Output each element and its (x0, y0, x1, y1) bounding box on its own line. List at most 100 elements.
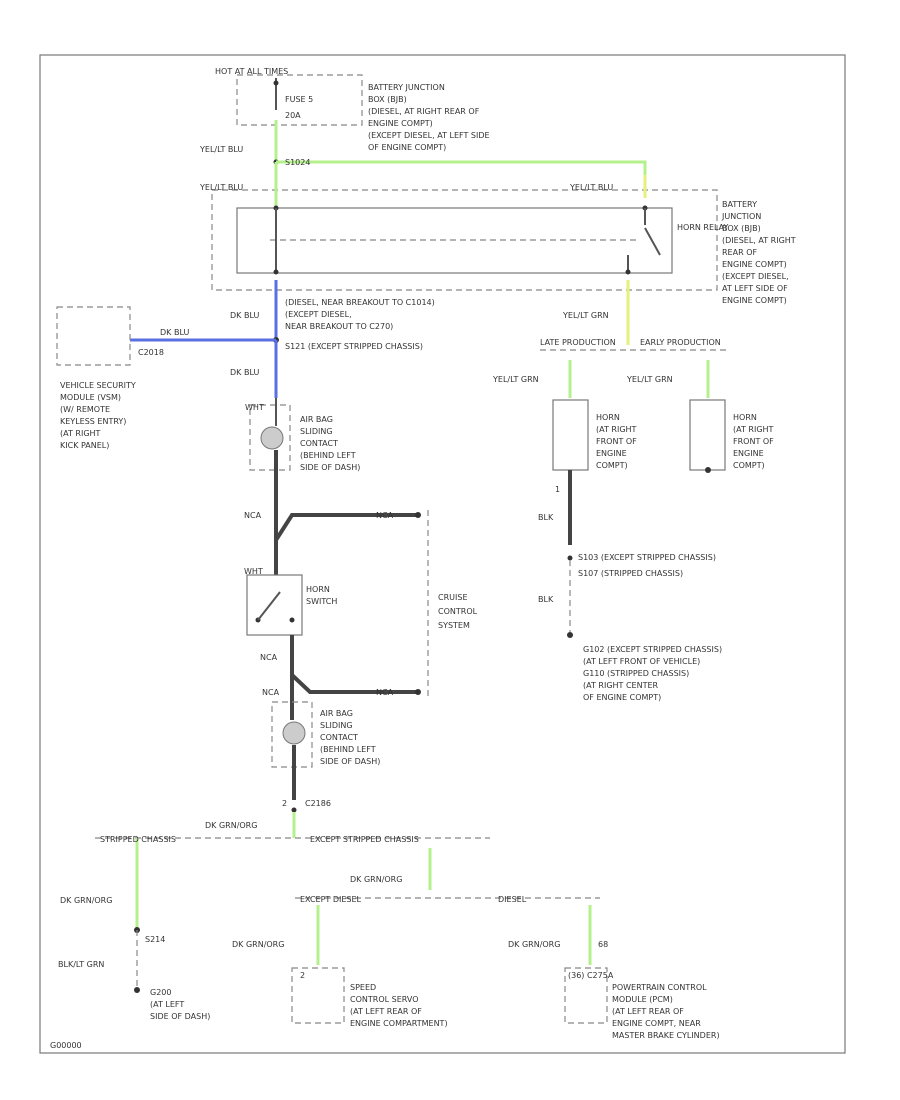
label-pin-2b: 2 (300, 971, 305, 980)
label-vsm-3: (W/ REMOTE (60, 405, 110, 414)
label-vsm-4: KEYLESS ENTRY) (60, 417, 126, 426)
label-c2018: C2018 (138, 348, 164, 357)
label-dk-blu-2: DK BLU (160, 328, 189, 337)
horn-switch-pin-2 (289, 617, 295, 623)
label-air-bag-top-4: (BEHIND LEFT (300, 451, 356, 460)
label-stripped-chassis: STRIPPED CHASSIS (100, 835, 176, 844)
wire-to-cruise-lower (290, 673, 420, 694)
label-yel-blu-3: YEL/LT BLU (569, 183, 613, 192)
label-horn-relay: HORN RELAY (677, 223, 729, 232)
label-dk-grn-org-4: DK GRN/ORG (232, 940, 284, 949)
label-ground-4: (AT RIGHT CENTER (583, 681, 659, 690)
label-fuse-amp: 20A (285, 111, 301, 120)
label-bjb-top-1: BATTERY JUNCTION (368, 83, 445, 92)
label-hot-at-all-times: HOT AT ALL TIMES (215, 67, 288, 76)
label-air-bag-top-5: SIDE OF DASH) (300, 463, 360, 472)
label-ground-1: G102 (EXCEPT STRIPPED CHASSIS) (583, 645, 722, 654)
label-wht-1: WHT (245, 403, 264, 412)
ground-g200 (134, 987, 140, 993)
label-pcm-4: ENGINE COMPT, NEAR (612, 1019, 701, 1028)
label-splice-s214: S214 (145, 935, 165, 944)
clockspring-upper-icon (260, 426, 284, 450)
label-blk-1: BLK (538, 513, 554, 522)
label-air-bag-top-3: CONTACT (300, 439, 338, 448)
label-bjb-right-8: AT LEFT SIDE OF (722, 284, 788, 293)
splice-s103 (567, 555, 573, 561)
label-bjb-right-3: BOX (BJB) (722, 224, 761, 233)
label-bjb-top-4: ENGINE COMPT) (368, 119, 433, 128)
battery-junction-box-fuse (236, 74, 363, 126)
label-splice-note-2: (EXCEPT DIESEL, (285, 310, 352, 319)
label-bjb-right-5: REAR OF (722, 248, 757, 257)
label-ground-5: OF ENGINE COMPT) (583, 693, 661, 702)
cruise-terminal-upper (415, 512, 421, 518)
label-splice-note-1: (DIESEL, NEAR BREAKOUT TO C1014) (285, 298, 435, 307)
label-bjb-right-9: ENGINE COMPT) (722, 296, 787, 305)
label-nca-1: NCA (244, 511, 262, 520)
label-yel-grn-2: YEL/LT GRN (492, 375, 539, 384)
label-blk-2: BLK (538, 595, 554, 604)
relay-switch-contact (644, 227, 661, 256)
horn-switch-box (246, 574, 303, 636)
label-bjb-top-5: (EXCEPT DIESEL, AT LEFT SIDE (368, 131, 490, 140)
label-horn-late-1: HORN (596, 413, 620, 422)
label-dk-blu-1: DK BLU (230, 311, 259, 320)
label-except-stripped-chassis: EXCEPT STRIPPED CHASSIS (310, 835, 419, 844)
label-horn-switch-1: HORN (306, 585, 330, 594)
label-nca-5: NCA (262, 688, 280, 697)
label-dk-grn-org-3: DK GRN/ORG (60, 896, 112, 905)
fuse-terminal (273, 80, 279, 86)
label-ground-g200-1: G200 (150, 988, 171, 997)
label-scs-1: SPEED (350, 983, 376, 992)
label-horn-switch-2: SWITCH (306, 597, 337, 606)
label-yel-blu-2: YEL/LT BLU (199, 183, 243, 192)
label-fuse: FUSE 5 (285, 95, 313, 104)
label-splice-s103: S103 (EXCEPT STRIPPED CHASSIS) (578, 553, 716, 562)
label-splice-note-4: S121 (EXCEPT STRIPPED CHASSIS) (285, 342, 423, 351)
label-pcm-3: (AT LEFT REAR OF (612, 1007, 684, 1016)
cruise-terminal-lower (415, 689, 421, 695)
label-horn-early-1: HORN (733, 413, 757, 422)
label-horn-late-4: ENGINE (596, 449, 627, 458)
label-bjb-top-2: BOX (BJB) (368, 95, 407, 104)
label-air-bag-top-1: AIR BAG (300, 415, 333, 424)
battery-junction-box-relay (211, 189, 718, 291)
horn-early-ground (705, 467, 711, 473)
label-nca-3: NCA (260, 653, 278, 662)
label-horn-early-4: ENGINE (733, 449, 764, 458)
label-scs-3: (AT LEFT REAR OF (350, 1007, 422, 1016)
label-ground-g200-3: SIDE OF DASH) (150, 1012, 210, 1021)
label-horn-late-5: COMPT) (596, 461, 628, 470)
label-ground-3: G110 (STRIPPED CHASSIS) (583, 669, 689, 678)
label-splice-s107: S107 (STRIPPED CHASSIS) (578, 569, 683, 578)
pcm-box (564, 967, 608, 1024)
wire-to-cruise-upper (274, 513, 420, 542)
label-diesel: DIESEL (498, 895, 527, 904)
label-bjb-right-1: BATTERY (722, 200, 757, 209)
label-except-diesel: EXCEPT DIESEL (300, 895, 362, 904)
label-bjb-right-2: JUNCTION (721, 212, 761, 221)
label-air-bag-bot-3: CONTACT (320, 733, 358, 742)
vehicle-security-module-box (56, 306, 131, 366)
label-yel-grn-1: YEL/LT GRN (562, 311, 609, 320)
label-ground-g200-2: (AT LEFT (150, 1000, 184, 1009)
label-yel-grn-3: YEL/LT GRN (626, 375, 673, 384)
label-dk-grn-org-1: DK GRN/ORG (205, 821, 257, 830)
label-footer-id: G00000 (50, 1041, 82, 1050)
label-pcm-2: MODULE (PCM) (612, 995, 673, 1004)
air-bag-sliding-contact-upper-box (249, 404, 291, 471)
horn-late-box (552, 399, 589, 471)
connector-c2186 (291, 807, 297, 813)
label-vsm-1: VEHICLE SECURITY (60, 381, 136, 390)
ground-g102 (567, 632, 573, 638)
label-pin-68: 68 (598, 940, 608, 949)
label-yel-blu-1: YEL/LT BLU (199, 145, 243, 154)
label-horn-late-2: (AT RIGHT (596, 425, 637, 434)
label-early-production: EARLY PRODUCTION (640, 338, 721, 347)
label-vsm-6: KICK PANEL) (60, 441, 109, 450)
relay-terminal-left-bottom (273, 269, 279, 275)
label-bjb-top-3: (DIESEL, AT RIGHT REAR OF (368, 107, 480, 116)
label-horn-early-5: COMPT) (733, 461, 765, 470)
